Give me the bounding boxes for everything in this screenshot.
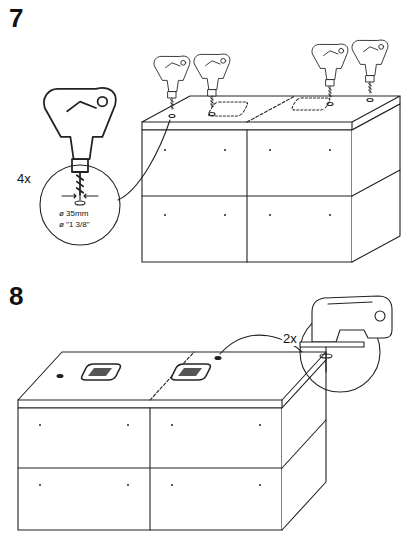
quantity-label: 4x <box>16 172 32 186</box>
dimension-label: ø 35mm <box>58 210 89 219</box>
quantity-label: 2x <box>282 332 298 346</box>
step-number: 8 <box>8 282 24 311</box>
dimension-label: ø "1 3/8" <box>58 221 91 230</box>
step-number: 7 <box>8 4 24 33</box>
